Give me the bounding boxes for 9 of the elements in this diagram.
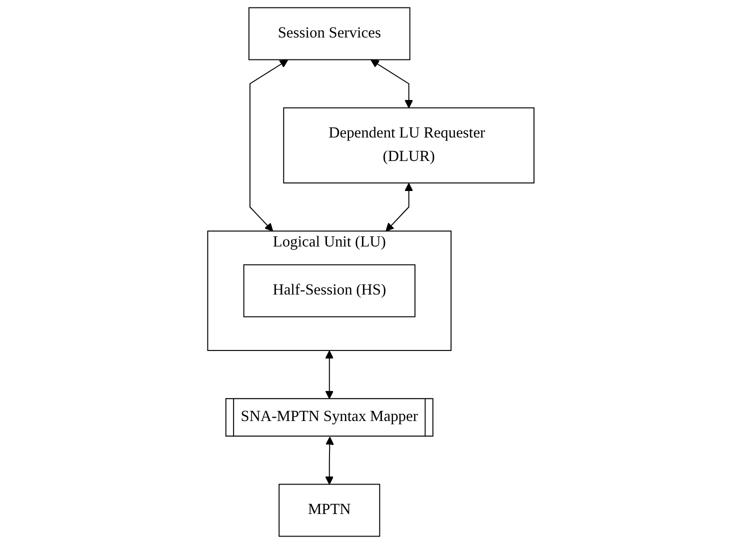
node-box: Half-Session (HS) <box>242 264 416 318</box>
arrow <box>385 182 413 232</box>
node-box: Session Services <box>248 7 410 60</box>
arrow <box>324 436 334 485</box>
node-box: Dependent LU Requester (DLUR) <box>282 107 534 184</box>
arrow <box>249 60 288 232</box>
node-box: MPTN <box>278 484 380 537</box>
arrow <box>370 60 413 108</box>
arrow <box>324 350 334 399</box>
